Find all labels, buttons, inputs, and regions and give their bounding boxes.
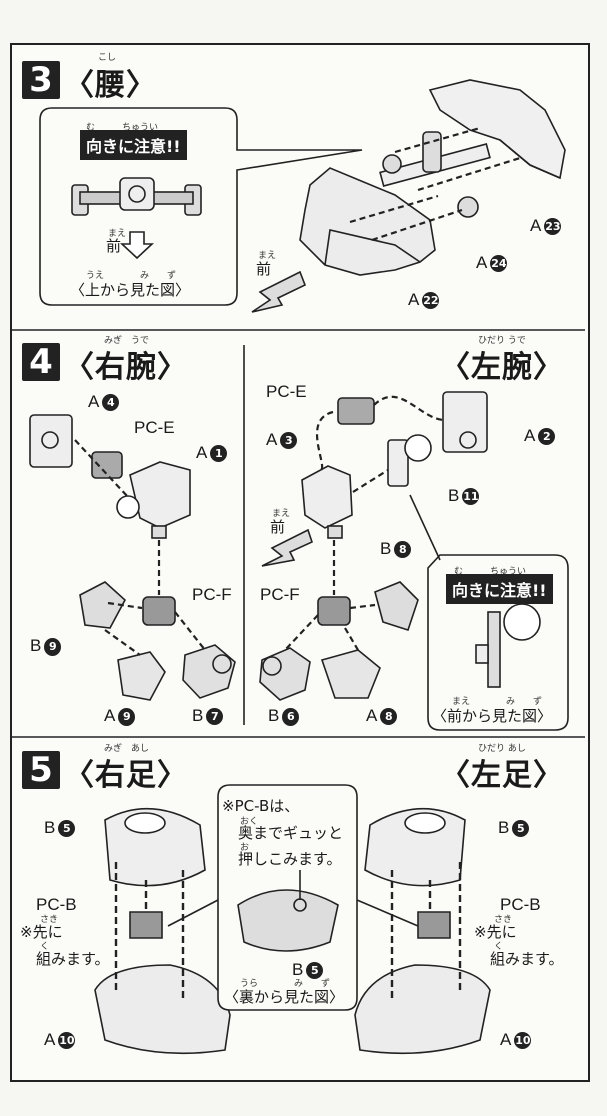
- part-label-pc-e-left: PC-E: [266, 382, 307, 401]
- step-3-number: 3: [22, 61, 60, 99]
- step-4-left-ruby: ひだり うで: [478, 336, 526, 346]
- first-line2-right: 組みます。: [36, 950, 110, 968]
- first-line2-ruby-left: く: [494, 942, 504, 952]
- part-number-badge: 4: [102, 394, 120, 412]
- step-5-right-ruby: みぎ あし: [104, 744, 150, 754]
- step-3-view-caption: 〈上から見た図〉: [70, 281, 191, 299]
- part-number-badge: 5: [58, 820, 76, 838]
- first-line1-left: ※先に: [474, 923, 517, 941]
- part-label-pc-f-left: PC-F: [260, 585, 300, 604]
- first-line1-right: ※先に: [20, 923, 63, 941]
- part-label-pc-e-right: PC-E: [134, 418, 175, 437]
- step-4-view-ruby: まえ み ず: [452, 697, 543, 707]
- part-number-badge: 8: [394, 541, 412, 559]
- step-5-right-title: 〈右足〉: [64, 758, 188, 793]
- step-4-caution-ruby: む ちゅうい: [454, 567, 527, 577]
- step-5-left-title: 〈左足〉: [440, 758, 564, 793]
- step-5-note-title: ※PC-Bは、: [222, 797, 300, 815]
- step-3-title-ruby: こし: [98, 53, 117, 63]
- step-5-note-line3-ruby: お: [240, 843, 250, 853]
- step-4-right-title: 〈右腕〉: [64, 350, 188, 385]
- step-3-front-ruby: まえ: [258, 251, 277, 261]
- part-number-badge: 9: [44, 637, 62, 656]
- part-number-badge: 22: [422, 292, 440, 310]
- step-3-view-ruby: うえ み ず: [86, 271, 177, 281]
- step-5-note-line2: 奥までギュッと: [238, 824, 344, 842]
- first-line2-ruby-right: く: [40, 942, 50, 952]
- part-label-pc-f-right: PC-F: [192, 585, 232, 604]
- part-number-badge: 7: [206, 708, 224, 726]
- step-5-left-ruby: ひだり あし: [478, 744, 526, 754]
- step-3-callout-front: 前: [106, 237, 122, 255]
- pc-b-label-right: PC-B: [36, 895, 77, 914]
- step-3-callout-front-ruby: まえ: [108, 229, 127, 239]
- step-5-view-ruby: うら み ず: [240, 979, 331, 989]
- step-5-note-line2-ruby: おく: [240, 817, 259, 827]
- step-4-number: 4: [22, 343, 60, 381]
- part-number-badge: 2: [538, 428, 556, 446]
- step-4-caution-label: 向きに注意!!: [446, 574, 553, 604]
- part-number-badge: 5: [306, 962, 324, 980]
- part-number-badge: 1: [210, 445, 228, 463]
- part-number-badge: 5: [512, 820, 530, 838]
- step-3-caution-ruby: む ちゅうい: [86, 123, 159, 133]
- part-number-badge: 10: [58, 1032, 76, 1050]
- first-ruby-right: さき: [40, 915, 59, 925]
- step-4-right-ruby: みぎ うで: [104, 336, 150, 346]
- step-4-left-title: 〈左腕〉: [440, 350, 564, 385]
- part-number-badge: 8: [380, 708, 398, 726]
- pc-b-label-left: PC-B: [500, 895, 541, 914]
- step-4-view-caption: 〈前から見た図〉: [432, 707, 553, 725]
- first-line2-left: 組みます。: [490, 950, 564, 968]
- step-5-note-line3: 押しこみます。: [238, 850, 342, 868]
- part-number-badge: 11: [462, 488, 480, 506]
- step-5-view-caption: 〈裏から見た図〉: [224, 988, 345, 1006]
- first-ruby-left: さき: [494, 915, 513, 925]
- step-5-number: 5: [22, 751, 60, 789]
- part-number-badge: 10: [514, 1032, 532, 1050]
- step-4-front: 前: [270, 518, 286, 536]
- part-number-badge: 23: [544, 218, 562, 236]
- part-number-badge: 9: [118, 707, 136, 726]
- step-3-front: 前: [256, 260, 272, 278]
- part-number-badge: 3: [280, 432, 298, 450]
- step-3-caution-label: 向きに注意!!: [80, 130, 187, 160]
- step-4-front-ruby: まえ: [272, 509, 291, 519]
- step-3-title: 〈腰〉: [64, 68, 157, 103]
- part-number-badge: 6: [282, 707, 300, 726]
- part-number-badge: 24: [490, 255, 508, 273]
